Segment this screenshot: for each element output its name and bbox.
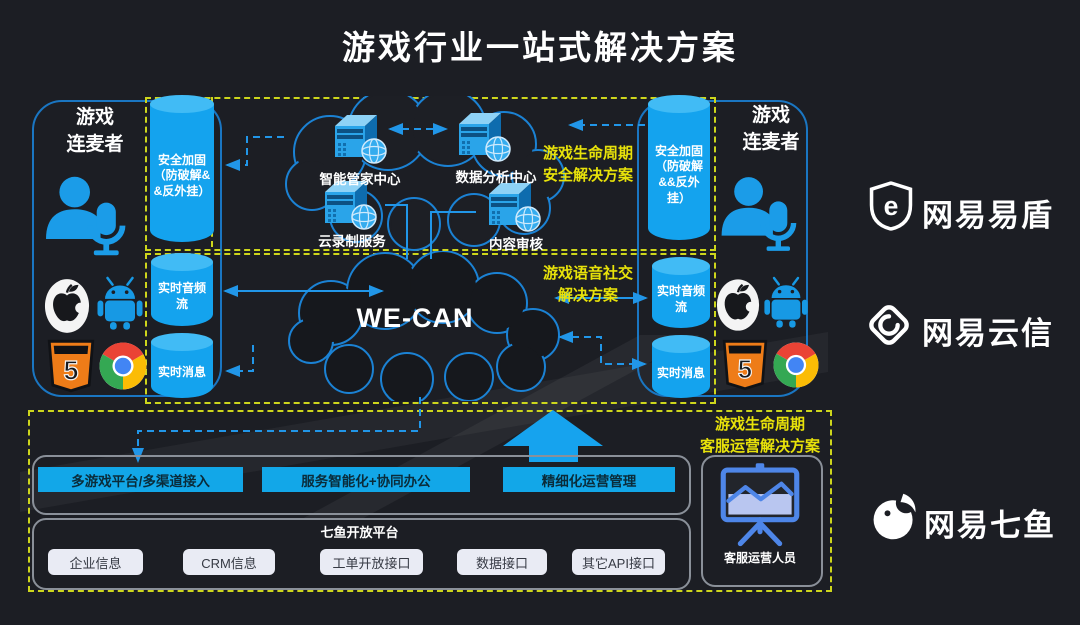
presentation-board-icon xyxy=(713,463,807,549)
feature-button: 服务智能化+协同办公 xyxy=(262,467,470,492)
brand-name: 网易易盾 xyxy=(922,198,1054,233)
security-cylinder-right: 安全加固（防破解&&反外挂） xyxy=(648,95,710,240)
realtime-audio-cylinder-left: 实时音频流 xyxy=(151,253,213,326)
chrome-icon xyxy=(772,341,820,389)
open-platform-button: 数据接口 xyxy=(457,549,547,575)
android-icon xyxy=(762,272,810,332)
staff-box xyxy=(701,455,823,587)
mic-user-icon xyxy=(42,172,138,260)
shield-e-icon: e xyxy=(868,180,914,232)
left-panel-label: 游戏 连麦者 xyxy=(66,107,124,155)
open-platform-title: 七鱼开放平台 xyxy=(320,524,399,540)
security-cylinder-left: 安全加固（防破解&&反外挂） xyxy=(150,95,214,242)
brand-name: 网易云信 xyxy=(922,316,1054,351)
realtime-message-cylinder-right: 实时消息 xyxy=(652,335,710,398)
open-platform-button: 工单开放接口 xyxy=(320,549,423,575)
android-icon xyxy=(95,272,145,334)
up-arrow xyxy=(503,410,603,462)
server-label: 云录制服务 xyxy=(318,234,386,249)
open-platform-box xyxy=(32,518,691,590)
open-platform-button: 企业信息 xyxy=(48,549,143,575)
right-panel-label: 游戏 连麦者 xyxy=(742,105,800,153)
yidun-monogram: e xyxy=(884,191,899,221)
realtime-message-cylinder-left: 实时消息 xyxy=(151,333,213,398)
voice-solution-badge: 游戏语音社交 解决方案 xyxy=(542,265,633,304)
dashed-frame-service xyxy=(28,410,832,592)
service-solution-badge: 游戏生命周期 客服运营解决方案 xyxy=(699,416,820,455)
open-platform-button: 其它API接口 xyxy=(572,549,665,575)
left-users-panel xyxy=(32,100,222,397)
brand-name: 网易七鱼 xyxy=(924,508,1056,543)
koi-fish-icon xyxy=(868,490,920,544)
apple-icon xyxy=(716,278,760,332)
mic-user-icon xyxy=(718,172,808,256)
server-icon xyxy=(452,108,514,162)
chrome-icon xyxy=(98,341,148,391)
staff-label: 客服运营人员 xyxy=(723,550,796,565)
server-icon xyxy=(328,110,390,164)
html5-icon xyxy=(47,339,95,393)
open-platform-button: CRM信息 xyxy=(183,549,275,575)
realtime-audio-cylinder-right: 实时音频流 xyxy=(652,257,710,328)
we-can-cloud xyxy=(288,251,560,401)
security-solution-badge: 游戏生命周期 安全解决方案 xyxy=(542,145,633,184)
server-label: 数据分析中心 xyxy=(455,170,537,185)
we-can-label: WE-CAN xyxy=(356,302,474,333)
feature-button: 精细化运营管理 xyxy=(503,467,675,492)
feature-button: 多游戏平台/多渠道接入 xyxy=(38,467,243,492)
page-title: 游戏行业一站式解决方案 xyxy=(342,31,738,67)
diamond-swirl-icon xyxy=(862,298,916,352)
right-users-panel xyxy=(637,100,808,397)
html5-icon xyxy=(722,339,768,391)
server-label: 内容审核 xyxy=(489,237,543,252)
feature-buttons-box xyxy=(32,455,691,515)
server-label: 智能管家中心 xyxy=(319,172,401,187)
apple-icon xyxy=(44,278,90,334)
